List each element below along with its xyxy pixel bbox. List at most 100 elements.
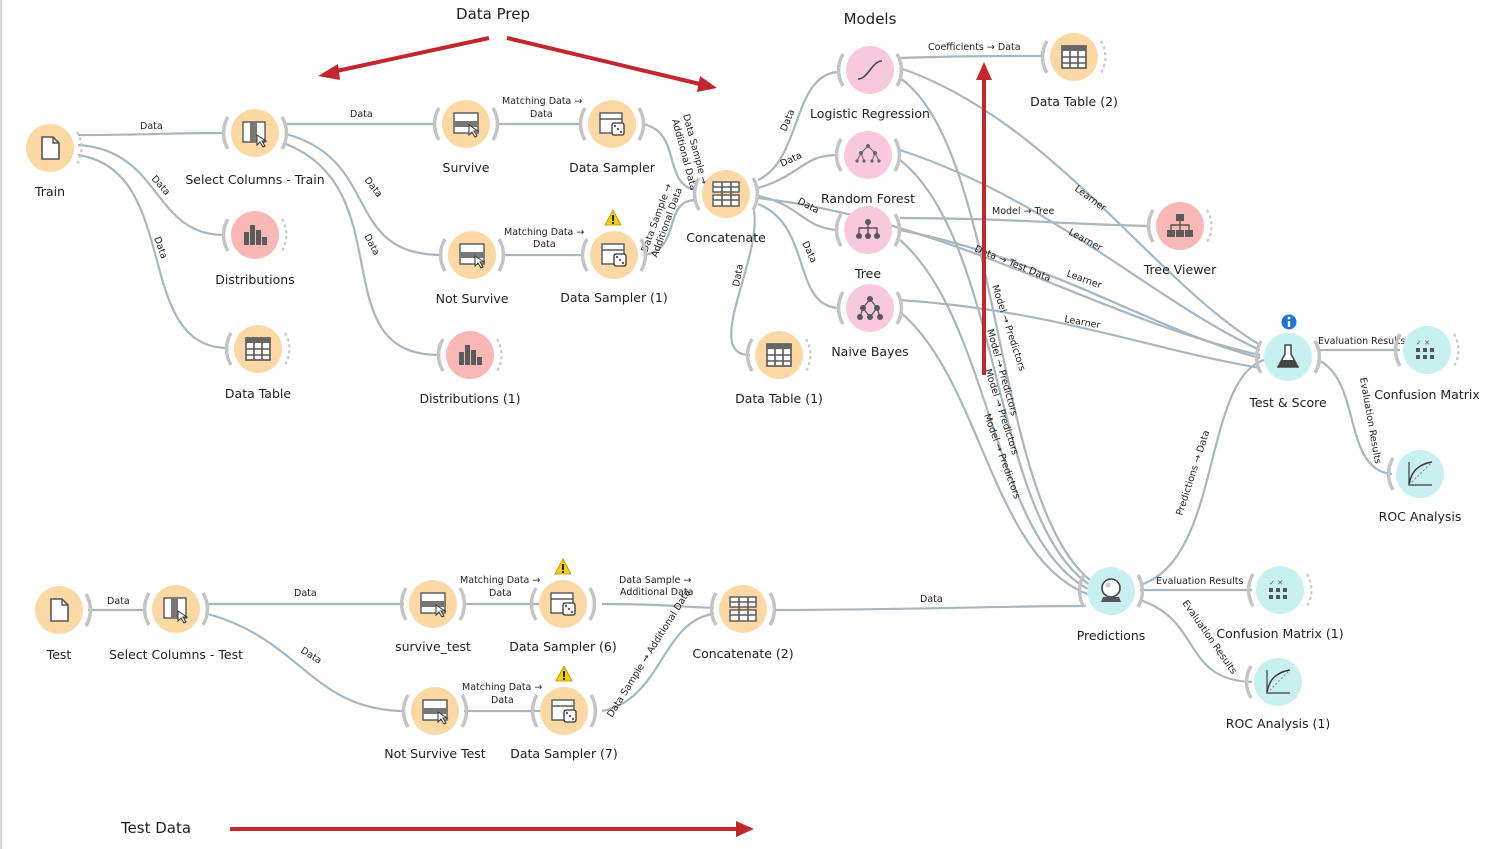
widget-body[interactable] <box>719 585 767 633</box>
widget-distributions-1[interactable]: Distributions (1) <box>419 331 521 406</box>
widget-test[interactable]: Test <box>35 586 93 662</box>
annotation-arrow-left[interactable] <box>331 36 490 74</box>
link-train-select[interactable] <box>77 131 225 137</box>
widget-confusion-matrix-1[interactable]: ✓ ✕ Confusion Matrix (1) <box>1216 566 1344 641</box>
link-sampler7-concat2[interactable] <box>601 612 715 713</box>
link-logistic-datatable2[interactable] <box>899 54 1045 60</box>
link-predictions-roc1[interactable] <box>1139 598 1253 684</box>
input-channel[interactable] <box>221 218 230 252</box>
output-channel[interactable] <box>84 593 93 627</box>
input-channel[interactable] <box>834 213 843 247</box>
input-channel[interactable] <box>580 238 589 272</box>
widget-random-forest[interactable]: Random Forest <box>821 131 915 206</box>
link-concat-logistic[interactable] <box>757 70 839 182</box>
input-channel[interactable] <box>401 694 410 728</box>
link-tree-predictions[interactable] <box>899 239 1091 591</box>
widget-logistic-regression[interactable]: Logistic Regression <box>810 46 930 121</box>
widget-not-survive[interactable]: Not Survive <box>436 231 509 306</box>
widget-data-sampler-1[interactable]: Data Sampler (1) <box>560 209 668 305</box>
link-select-notsurvive[interactable] <box>285 132 443 257</box>
widget-data-sampler-6[interactable]: Data Sampler (6) <box>509 558 617 654</box>
widget-tree[interactable]: Tree <box>834 206 902 281</box>
info-icon[interactable] <box>1281 314 1297 330</box>
widget-confusion-matrix[interactable]: ✓ ✕ Confusion Matrix <box>1374 326 1480 402</box>
link-bayes-testscore[interactable] <box>899 298 1261 370</box>
output-channel[interactable] <box>805 338 812 372</box>
widget-data-sampler[interactable]: Data Sampler <box>569 100 656 175</box>
link-train-datatable[interactable] <box>77 153 229 350</box>
widget-not-survive-test[interactable]: Not Survive Test <box>384 687 486 761</box>
output-channel[interactable] <box>895 291 904 325</box>
link-tree-testscore[interactable] <box>899 228 1261 360</box>
input-channel[interactable] <box>1077 574 1086 608</box>
link-train-distributions[interactable] <box>77 143 225 237</box>
input-channel[interactable] <box>436 338 445 372</box>
widget-roc-analysis-1[interactable]: ROC Analysis (1) <box>1226 658 1330 731</box>
widget-body[interactable] <box>1396 450 1444 498</box>
output-channel[interactable] <box>497 238 506 272</box>
link-logistic-testscore[interactable] <box>899 66 1261 346</box>
input-channel[interactable] <box>836 291 845 325</box>
input-channel[interactable] <box>834 138 843 172</box>
output-channel[interactable] <box>1306 573 1313 607</box>
link-forest-predictions[interactable] <box>899 159 1091 586</box>
warning-icon[interactable] <box>604 209 622 226</box>
link-select-distributions1[interactable] <box>285 142 440 357</box>
input-channel[interactable] <box>1254 340 1263 374</box>
output-channel[interactable] <box>589 694 598 728</box>
output-channel[interactable] <box>893 213 902 247</box>
widget-predictions[interactable]: Predictions <box>1077 567 1146 643</box>
output-channel[interactable] <box>496 338 503 372</box>
widget-body[interactable] <box>702 170 750 218</box>
input-channel[interactable] <box>530 694 539 728</box>
widget-select-columns-train[interactable]: Select Columns - Train <box>185 109 325 187</box>
link-sampler6-concat2[interactable] <box>601 602 715 610</box>
annotation-test-data[interactable]: Test Data <box>120 819 191 837</box>
link-bayes-predictions[interactable] <box>899 311 1091 597</box>
input-channel[interactable] <box>1246 573 1255 607</box>
widget-data-table[interactable]: Data Table <box>224 325 291 401</box>
widget-data-table-1[interactable]: Data Table (1) <box>735 331 823 406</box>
input-channel[interactable] <box>529 587 538 621</box>
input-channel[interactable] <box>438 238 447 272</box>
widget-roc-analysis[interactable]: ROC Analysis <box>1379 450 1462 524</box>
widget-body[interactable] <box>1254 658 1302 706</box>
widget-concatenate[interactable]: Concatenate <box>686 170 766 245</box>
link-sampler1-concatenate[interactable] <box>643 198 697 257</box>
output-channel[interactable] <box>895 53 904 87</box>
link-concat-forest[interactable] <box>757 153 839 190</box>
widget-test-and-score[interactable]: Test & Score <box>1248 314 1327 411</box>
link-predictions-testscore[interactable] <box>1139 358 1265 587</box>
link-tree-treeviewer[interactable] <box>899 216 1150 228</box>
widget-body[interactable] <box>846 284 894 332</box>
output-channel[interactable] <box>284 332 291 366</box>
input-channel[interactable] <box>1146 209 1155 243</box>
warning-icon[interactable] <box>555 665 573 682</box>
link-concat-bayes[interactable] <box>757 202 839 310</box>
output-channel[interactable] <box>588 587 597 621</box>
output-channel[interactable] <box>1453 333 1460 367</box>
output-channel[interactable] <box>751 177 760 211</box>
output-channel[interactable] <box>281 218 288 252</box>
widget-data-sampler-7[interactable]: Data Sampler (7) <box>510 665 618 761</box>
input-channel[interactable] <box>1040 40 1049 74</box>
widget-survive[interactable]: Survive <box>432 100 500 175</box>
widget-survive-test[interactable]: survive_test <box>395 580 471 654</box>
output-channel[interactable] <box>201 592 210 626</box>
output-channel[interactable] <box>637 107 646 141</box>
output-channel[interactable] <box>491 107 500 141</box>
input-channel[interactable] <box>221 116 230 150</box>
input-channel[interactable] <box>709 592 718 626</box>
annotation-models[interactable]: Models <box>844 10 897 28</box>
input-channel[interactable] <box>1386 457 1395 491</box>
annotation-arrow-right[interactable] <box>506 36 701 86</box>
link-concat2-predictions[interactable] <box>773 604 1087 612</box>
widget-select-columns-test[interactable]: Select Columns - Test <box>109 585 243 662</box>
widget-train[interactable]: Train <box>26 124 83 199</box>
input-channel[interactable] <box>578 107 587 141</box>
link-logistic-predictions[interactable] <box>899 77 1091 581</box>
output-channel[interactable] <box>1136 574 1145 608</box>
output-channel[interactable] <box>1100 40 1107 74</box>
